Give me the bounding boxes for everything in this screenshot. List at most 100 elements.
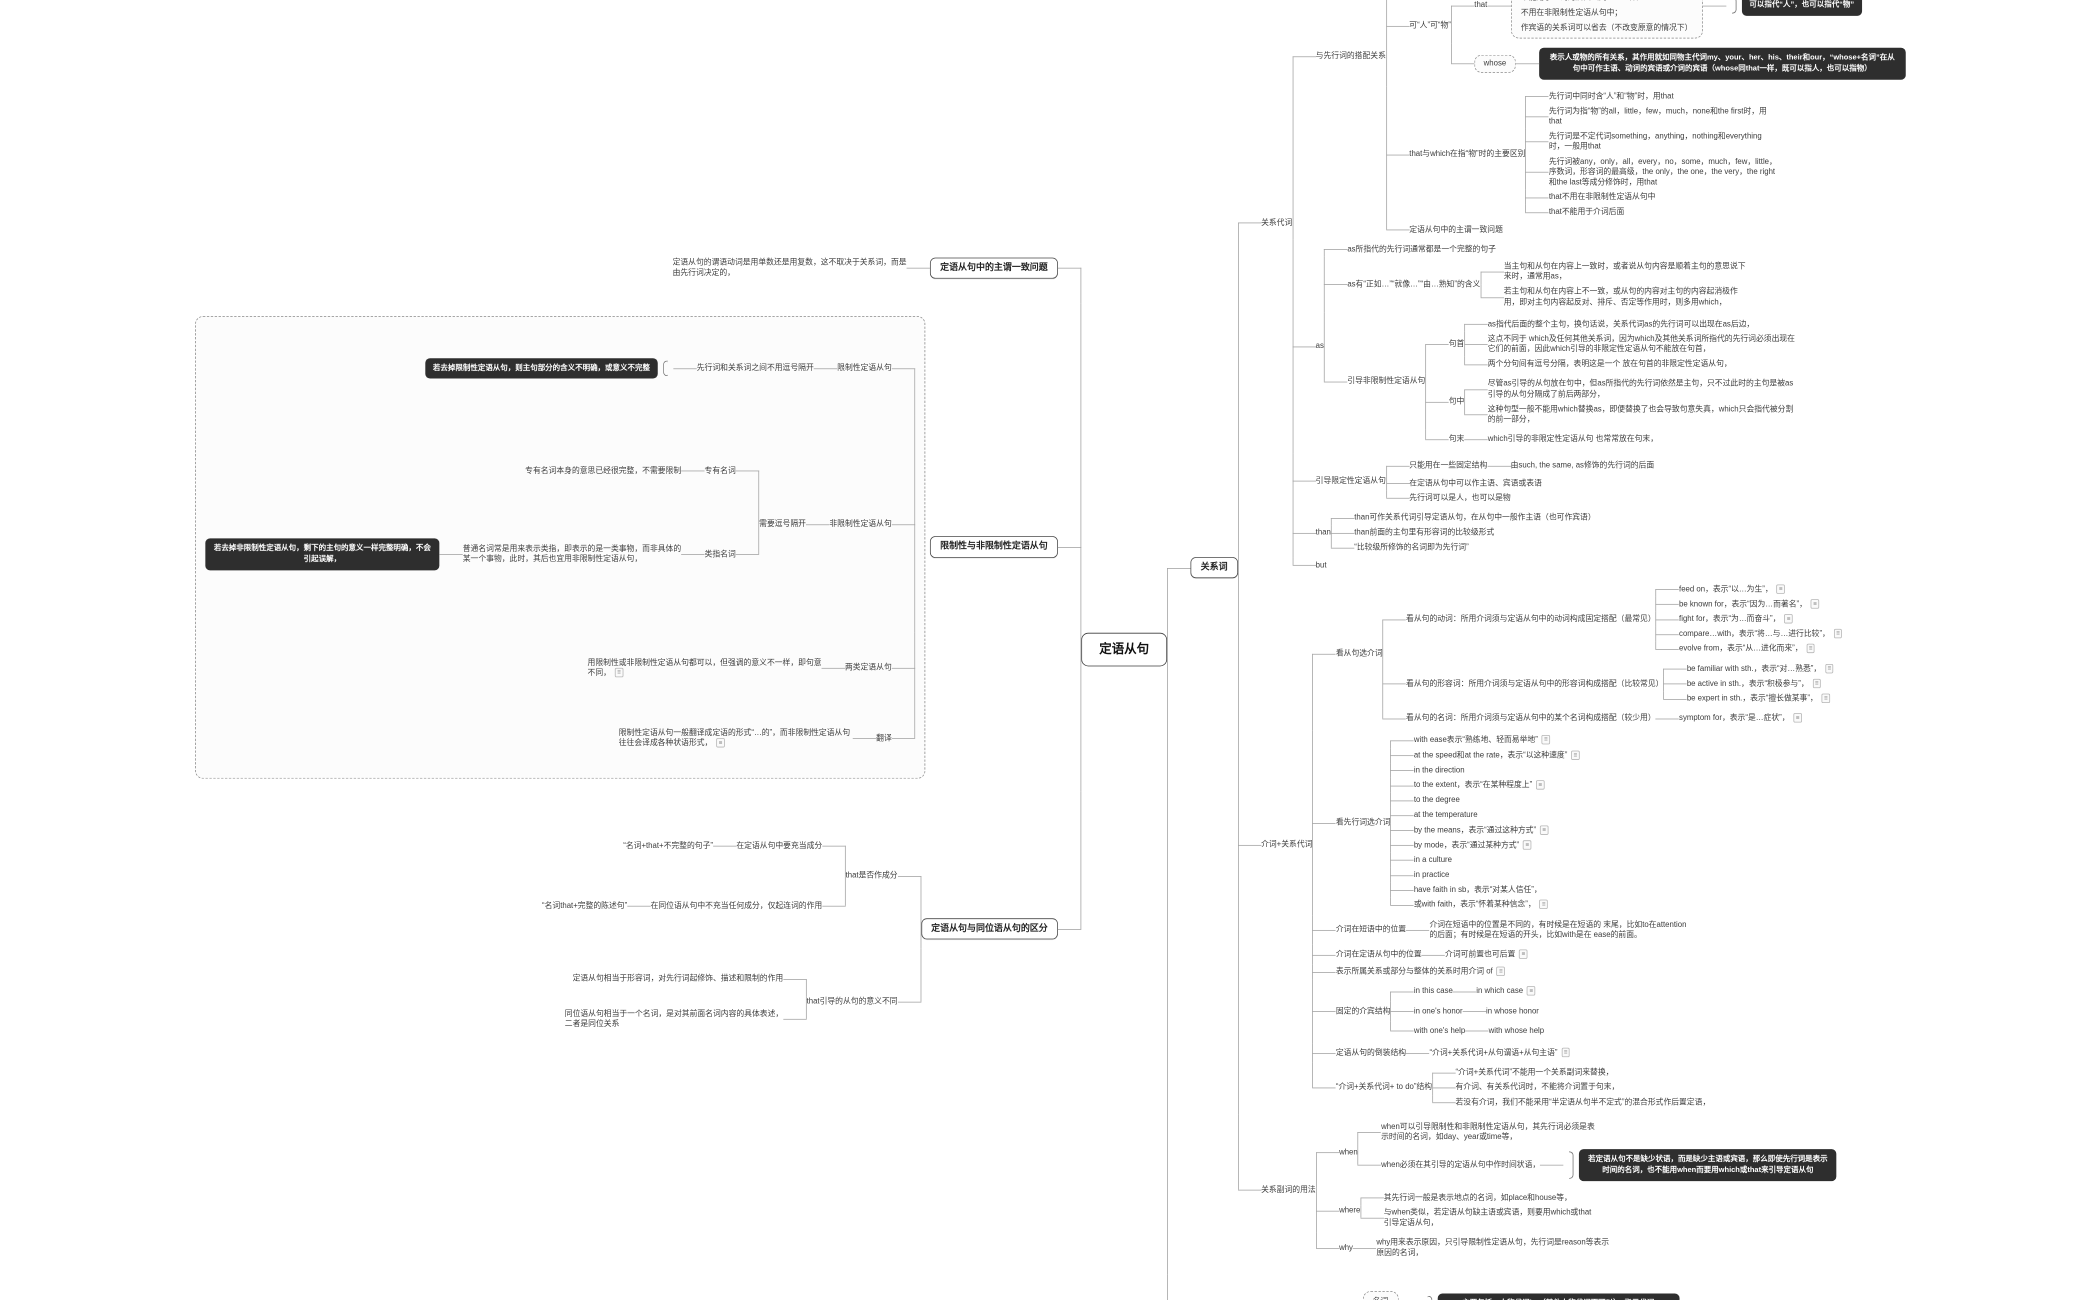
note-icon[interactable]: ≡	[1821, 693, 1830, 704]
topic[interactable]: 看从句选介词	[1335, 649, 1382, 659]
topic-item[interactable]: 作宾语的关系词可以省去（不改变原意的情况下）	[1520, 23, 1693, 33]
topic[interactable]: evolve from，表示“从…进化而来”，≡	[1679, 644, 1815, 654]
topic[interactable]: in whose honor	[1486, 1006, 1539, 1016]
note-icon[interactable]: ≡	[1570, 750, 1580, 760]
topic[interactable]: which引导的非限定性定语从句 也常常放在句末，	[1487, 434, 1657, 444]
topic[interactable]: 有介词、有关系代词时，不能将介词置于句末，	[1455, 1082, 1619, 1092]
topic[interactable]: “介词+关系代词+ to do”结构	[1335, 1082, 1431, 1092]
topic[interactable]: 主要包括：人称代词he（其他人称代词不可以），指示代词that/those，不定…	[1436, 1293, 1679, 1300]
topic[interactable]: 引导非限制性定语从句	[1347, 377, 1425, 387]
topic[interactable]: 与when类似，若定语从句缺主语或宾语，则要用which或that引导定语从句，	[1383, 1208, 1594, 1229]
topic[interactable]: 句末	[1448, 434, 1464, 444]
topic[interactable]: that不能用于介词后面	[1548, 207, 1623, 217]
topic[interactable]: when必须在其引导的定语从句中作时间状语，	[1381, 1160, 1540, 1170]
note-icon[interactable]: ≡	[1810, 599, 1819, 609]
topic-item[interactable]: 不能用于介词的后面（同who一样）	[1520, 0, 1692, 3]
note-icon[interactable]: ≡	[614, 668, 623, 678]
topic[interactable]: 句首	[1448, 339, 1464, 349]
topic[interactable]: 专有名词	[704, 466, 735, 476]
topic[interactable]: 先行词为指“物”的all，little，few，much，none和the fi…	[1548, 106, 1766, 127]
topic[interactable]: 先行词和关系词之间不用逗号隔开	[696, 363, 813, 373]
topic[interactable]: 若没有介词，我们不能采用“半定语从句半不定式”的混合形式作后置定语，	[1455, 1097, 1710, 1107]
note-icon[interactable]: ≡	[1526, 986, 1535, 996]
topic[interactable]: 句中	[1448, 397, 1464, 407]
topic[interactable]: 当主句和从句在内容上一致时，或者说从句内容是顺着主句的意思说下来时，通常用as，	[1503, 262, 1745, 283]
topic[interactable]: when	[1339, 1148, 1358, 1158]
topic[interactable]: be expert in sth.，表示“擅长做某事”，≡	[1686, 693, 1830, 704]
root-topic[interactable]: 定语从句	[1080, 633, 1167, 667]
topic[interactable]: 看从句的名词：所用介词须与定语从句中的某个名词构成搭配（较少用）	[1406, 713, 1656, 723]
topic[interactable]: 定语从句的谓语动词是用单数还是用复数，这不取决于关系词，而是由先行词决定的，	[672, 258, 906, 279]
branch-svo-agreement[interactable]: 定语从句中的主谓一致问题	[929, 257, 1058, 279]
topic[interactable]: in this case	[1413, 987, 1452, 997]
topic[interactable]: 先行词是不定代词something，anything，nothing和every…	[1548, 132, 1766, 153]
topic[interactable]: 类指名词	[704, 549, 735, 559]
topic[interactable]: 固定的介宾结构	[1335, 1006, 1390, 1016]
topic[interactable]: 介词在短语中的位置	[1335, 925, 1405, 935]
topic[interactable]: by mode，表示“通过某种方式”≡	[1413, 840, 1532, 850]
topic[interactable]: 需要逗号隔开	[759, 519, 806, 529]
topic[interactable]: whose	[1473, 54, 1516, 73]
topic[interactable]: feed on，表示“以…为生”，≡	[1679, 584, 1785, 594]
topic[interactable]: 先行词可以是人，也可以是物	[1409, 493, 1510, 503]
topic[interactable]: 先行词中同时含“人”和“物”时，用that	[1548, 91, 1673, 101]
topic[interactable]: 若主句和从句在内容上不一致，或从句的内容对主句的内容起消极作用，即对主句内容起反…	[1503, 287, 1745, 308]
topic[interactable]: that	[1474, 0, 1487, 10]
topic[interactable]: “介词+关系代词”不能用一个关系副词来替换，	[1455, 1068, 1613, 1078]
topic[interactable]: 翻译	[876, 733, 892, 743]
topic[interactable]: 引导限定性定语从句	[1315, 476, 1385, 486]
branch-attributive-vs-appositive[interactable]: 定语从句与同位语从句的区分	[920, 918, 1058, 940]
topic[interactable]: fight for，表示“为…而奋斗”，≡	[1679, 614, 1793, 624]
topic[interactable]: to the degree	[1413, 795, 1459, 805]
topic[interactable]: 介词可前置也可后置≡	[1445, 949, 1528, 960]
topic[interactable]: that是否作成分	[845, 871, 897, 881]
prep-plus-relative-pronoun[interactable]: 介词+关系代词	[1261, 840, 1312, 850]
topic[interactable]: 或with faith，表示“怀着某种信念”，≡	[1413, 900, 1548, 910]
note-icon[interactable]: ≡	[1783, 614, 1793, 624]
note-icon[interactable]: ≡	[1806, 644, 1815, 654]
topic[interactable]: symptom for，表示“是…症状”，≡	[1679, 713, 1802, 723]
topic[interactable]: 定语从句相当于形容词，对先行词起修饰、描述和限制的作用	[572, 974, 783, 984]
topic[interactable]: in a culture	[1413, 855, 1451, 865]
topic[interactable]: 若定语从句不是缺少状语，而是缺少主语或宾语，那么即使先行词是表示时间的名词，也不…	[1578, 1149, 1837, 1182]
topic[interactable]: where	[1339, 1206, 1360, 1216]
note-icon[interactable]: ≡	[1824, 663, 1834, 674]
note-icon[interactable]: ≡	[1522, 840, 1532, 850]
topic[interactable]: at the speed和at the rate，表示“以这种速度”≡	[1413, 750, 1580, 760]
topic[interactable]: 介词在定语从句中的位置	[1335, 950, 1421, 960]
note-icon[interactable]: ≡	[1535, 780, 1545, 790]
topic[interactable]: be active in sth.，表示“积极参与”，≡	[1686, 678, 1821, 689]
topic[interactable]: 在定语从句中要充当成分	[736, 841, 822, 851]
topic[interactable]: 这点不同于 which及任何其他关系词，因为which及其他关系词所指代的先行词…	[1487, 334, 1799, 355]
topic[interactable]: as指代后面的整个主句，换句话说，关系代词as的先行词可以出现在as后边，	[1487, 319, 1754, 329]
note-icon[interactable]: ≡	[1776, 584, 1785, 594]
topic[interactable]: than前面的主句里有形容词的比较级形式	[1354, 528, 1494, 538]
topic[interactable]: 用限制性或非限制性定语从句都可以，但强调的意义不一样，即句意不同，≡	[587, 658, 821, 679]
topic[interactable]: be familiar with sth.，表示“对…熟悉”，≡	[1686, 663, 1834, 674]
note-icon[interactable]: ≡	[1496, 966, 1505, 977]
topic[interactable]: at the temperature	[1413, 810, 1477, 820]
topic[interactable]: 在同位语从句中不充当任何成分，仅起连词的作用	[650, 901, 822, 911]
topic[interactable]: in practice	[1413, 870, 1449, 880]
topic[interactable]: 表示所属关系或部分与整体的关系时用介词 of≡	[1335, 966, 1505, 977]
topic[interactable]: 这种句型一般不能用which替换as，即便替换了也会导致句意失真，which只会…	[1487, 404, 1799, 425]
topic[interactable]: 两个分句间有逗号分隔，表明这是一个 放在句首的非限定性定语从句，	[1487, 359, 1731, 369]
branch-relative-words[interactable]: 关系词	[1190, 557, 1238, 579]
topic[interactable]: compare…with，表示“将…与…进行比较”，≡	[1679, 629, 1842, 639]
branch-restrictive-vs-nonrestrictive[interactable]: 限制性与非限制性定语从句	[929, 536, 1058, 558]
topic[interactable]: “比较级所修饰的名词即为先行词”	[1354, 543, 1468, 553]
note-icon[interactable]: ≡	[1812, 678, 1821, 689]
topic[interactable]: 名词代词	[1362, 1291, 1398, 1300]
topic[interactable]: 若去掉非限制性定语从句，剩下的主句的意义一样完整明确，不会引起误解，	[204, 538, 439, 571]
topic[interactable]: 同位语从句相当于一个名词，是对其前面名词内容的具体表述，二者是同位关系	[564, 1009, 782, 1030]
topic-item[interactable]: 不用在非限制性定语从句中；	[1520, 8, 1622, 18]
topic[interactable]: with one's help	[1413, 1026, 1464, 1036]
topic[interactable]: 若去掉限制性定语从句，则主句部分的含义不明确，或意义不完整	[424, 358, 658, 379]
topic[interactable]: 限制性定语从句一般翻译成定语的形式“…的”，而非限制性定语从句往往会译成各种状语…	[618, 728, 852, 749]
note-icon[interactable]: ≡	[715, 738, 725, 748]
topic[interactable]: that引导的从句的意义不同	[806, 997, 897, 1007]
note-icon[interactable]: ≡	[1539, 900, 1548, 910]
topic[interactable]: 限制性定语从句	[837, 363, 892, 373]
relative-pronouns[interactable]: 关系代词	[1261, 218, 1292, 228]
topic[interactable]: 其先行词一般是表示地点的名词，如place和house等，	[1383, 1193, 1571, 1203]
